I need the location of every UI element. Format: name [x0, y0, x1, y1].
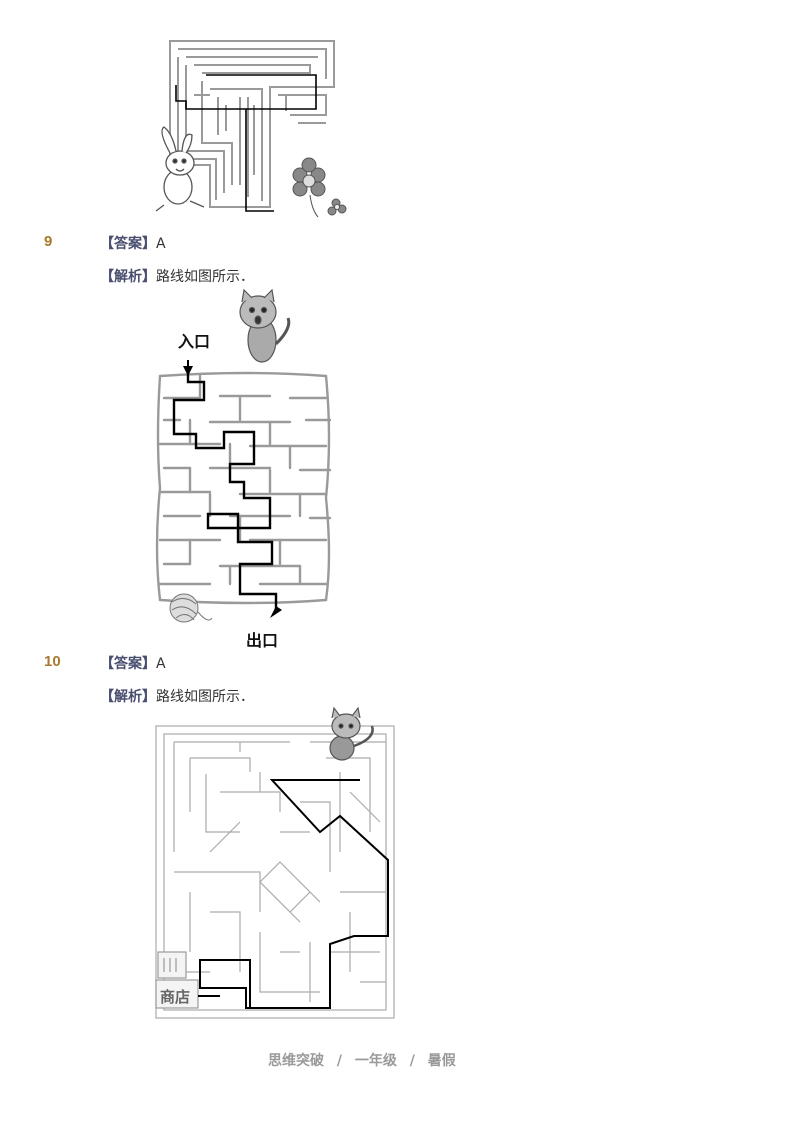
footer-separator: /	[409, 1053, 415, 1069]
answer-line-10: 【答案】A	[100, 653, 166, 673]
analysis-line-10: 【解析】路线如图所示．	[100, 686, 254, 706]
maze-3-figure: 商店	[155, 706, 395, 1019]
maze-2-figure	[155, 288, 332, 623]
rabbit-icon	[155, 126, 205, 212]
exit-label: 出口	[246, 631, 279, 650]
footer-series: 思维突破	[268, 1053, 324, 1069]
answer-line-9: 【答案】A	[100, 233, 166, 253]
yarn-ball-icon	[169, 593, 213, 623]
analysis-line-9: 【解析】路线如图所示．	[100, 266, 254, 286]
analysis-tag: 【解析】	[100, 269, 156, 285]
flower-icon	[292, 157, 347, 218]
shop-icon	[155, 951, 199, 1009]
footer-term: 暑假	[427, 1053, 456, 1069]
analysis-tag: 【解析】	[100, 689, 156, 705]
answer-value: A	[156, 236, 166, 252]
footer-separator: /	[336, 1053, 342, 1069]
shop-label: 商店	[160, 988, 190, 1006]
answer-tag: 【答案】	[100, 656, 156, 672]
question-number-9: 9	[44, 233, 53, 250]
entrance-label: 入口	[178, 332, 211, 351]
maze-1-figure	[155, 40, 347, 218]
question-number-10: 10	[44, 653, 61, 670]
footer: 思维突破 / 一年级 / 暑假	[268, 1050, 456, 1070]
cat-icon	[329, 706, 374, 761]
analysis-text: 路线如图所示．	[156, 689, 254, 705]
cat-icon	[239, 288, 291, 363]
answer-value: A	[156, 656, 166, 672]
analysis-text: 路线如图所示．	[156, 269, 254, 285]
answer-tag: 【答案】	[100, 236, 156, 252]
footer-grade: 一年级	[354, 1053, 397, 1069]
